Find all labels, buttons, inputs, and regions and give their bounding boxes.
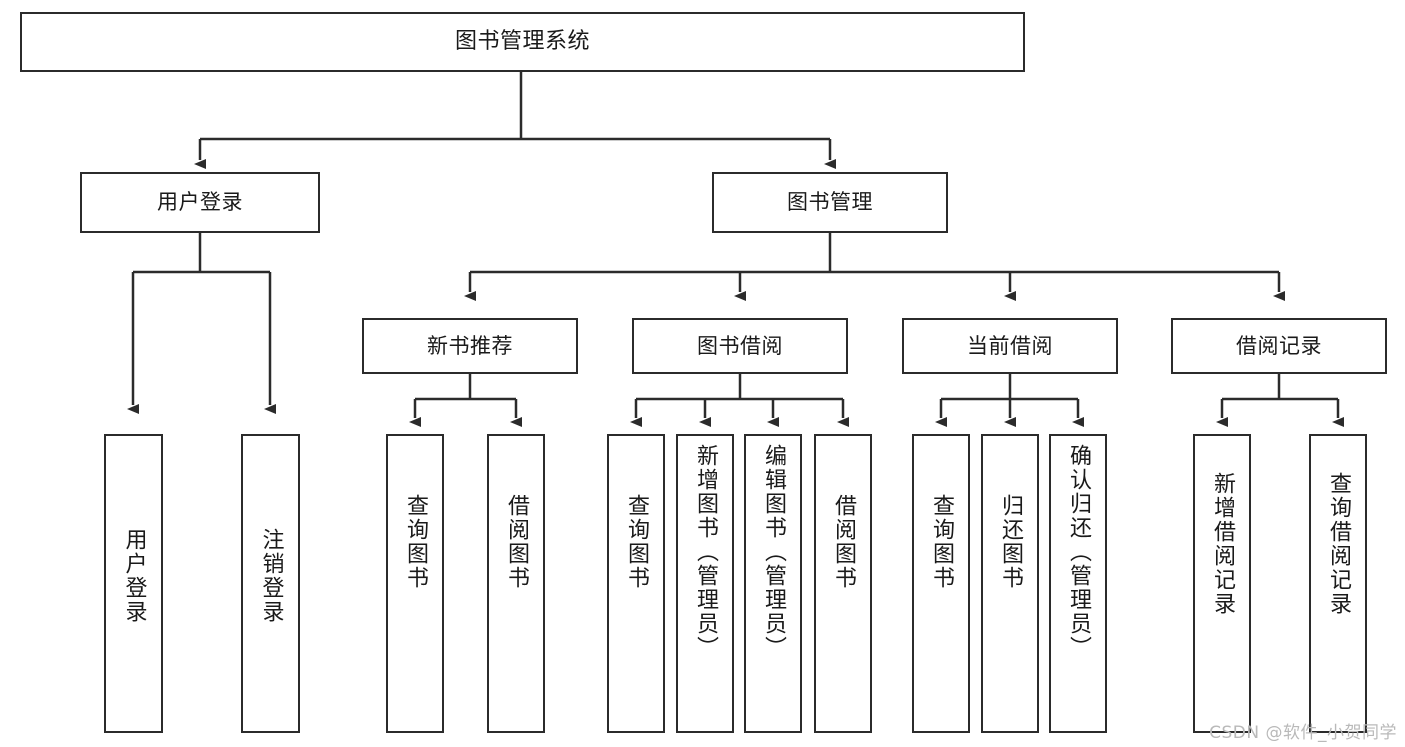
node-book-manage-label: 图书管理 [787, 190, 873, 215]
node-leaf-logout[interactable]: 注销登录 [241, 434, 300, 733]
node-book-borrow-label: 图书借阅 [697, 333, 783, 358]
node-leaf-return-book-label: 归还图书 [998, 494, 1023, 590]
node-leaf-borrow-book-1-label: 借阅图书 [504, 494, 529, 590]
node-leaf-query-record[interactable]: 查询借阅记录 [1309, 434, 1367, 733]
node-leaf-logout-label: 注销登录 [258, 528, 284, 624]
node-user-login-label: 用户登录 [157, 190, 243, 215]
node-new-book-recommend-label: 新书推荐 [427, 333, 513, 358]
node-current-borrow[interactable]: 当前借阅 [902, 318, 1118, 374]
node-leaf-user-login-label: 用户登录 [121, 528, 147, 624]
node-leaf-add-book-label: 新增图书（管理员） [693, 444, 718, 660]
node-leaf-confirm-return[interactable]: 确认归还（管理员） [1049, 434, 1107, 733]
node-leaf-query-book-1[interactable]: 查询图书 [386, 434, 444, 733]
node-root-system-label: 图书管理系统 [454, 29, 590, 55]
node-leaf-add-record[interactable]: 新增借阅记录 [1193, 434, 1251, 733]
node-leaf-user-login[interactable]: 用户登录 [104, 434, 163, 733]
node-leaf-query-record-label: 查询借阅记录 [1326, 472, 1351, 616]
node-book-manage[interactable]: 图书管理 [712, 172, 948, 233]
node-root-system[interactable]: 图书管理系统 [20, 12, 1025, 72]
node-current-borrow-label: 当前借阅 [967, 333, 1053, 358]
node-leaf-return-book[interactable]: 归还图书 [981, 434, 1039, 733]
node-leaf-query-book-1-label: 查询图书 [403, 494, 428, 590]
node-leaf-query-book-3-label: 查询图书 [929, 494, 954, 590]
node-leaf-query-book-2-label: 查询图书 [624, 494, 649, 590]
node-leaf-borrow-book-1[interactable]: 借阅图书 [487, 434, 545, 733]
node-leaf-borrow-book-2-label: 借阅图书 [831, 494, 856, 590]
node-leaf-query-book-2[interactable]: 查询图书 [607, 434, 665, 733]
node-leaf-confirm-return-label: 确认归还（管理员） [1066, 444, 1091, 660]
node-leaf-add-record-label: 新增借阅记录 [1210, 472, 1235, 616]
node-leaf-add-book[interactable]: 新增图书（管理员） [676, 434, 734, 733]
node-user-login[interactable]: 用户登录 [80, 172, 320, 233]
node-book-borrow[interactable]: 图书借阅 [632, 318, 848, 374]
node-leaf-edit-book-label: 编辑图书（管理员） [761, 444, 786, 660]
node-borrow-record[interactable]: 借阅记录 [1171, 318, 1387, 374]
node-leaf-borrow-book-2[interactable]: 借阅图书 [814, 434, 872, 733]
csdn-watermark: CSDN @软件_小贺同学 [1209, 723, 1397, 743]
node-leaf-edit-book[interactable]: 编辑图书（管理员） [744, 434, 802, 733]
node-new-book-recommend[interactable]: 新书推荐 [362, 318, 578, 374]
node-leaf-query-book-3[interactable]: 查询图书 [912, 434, 970, 733]
node-borrow-record-label: 借阅记录 [1236, 333, 1322, 358]
